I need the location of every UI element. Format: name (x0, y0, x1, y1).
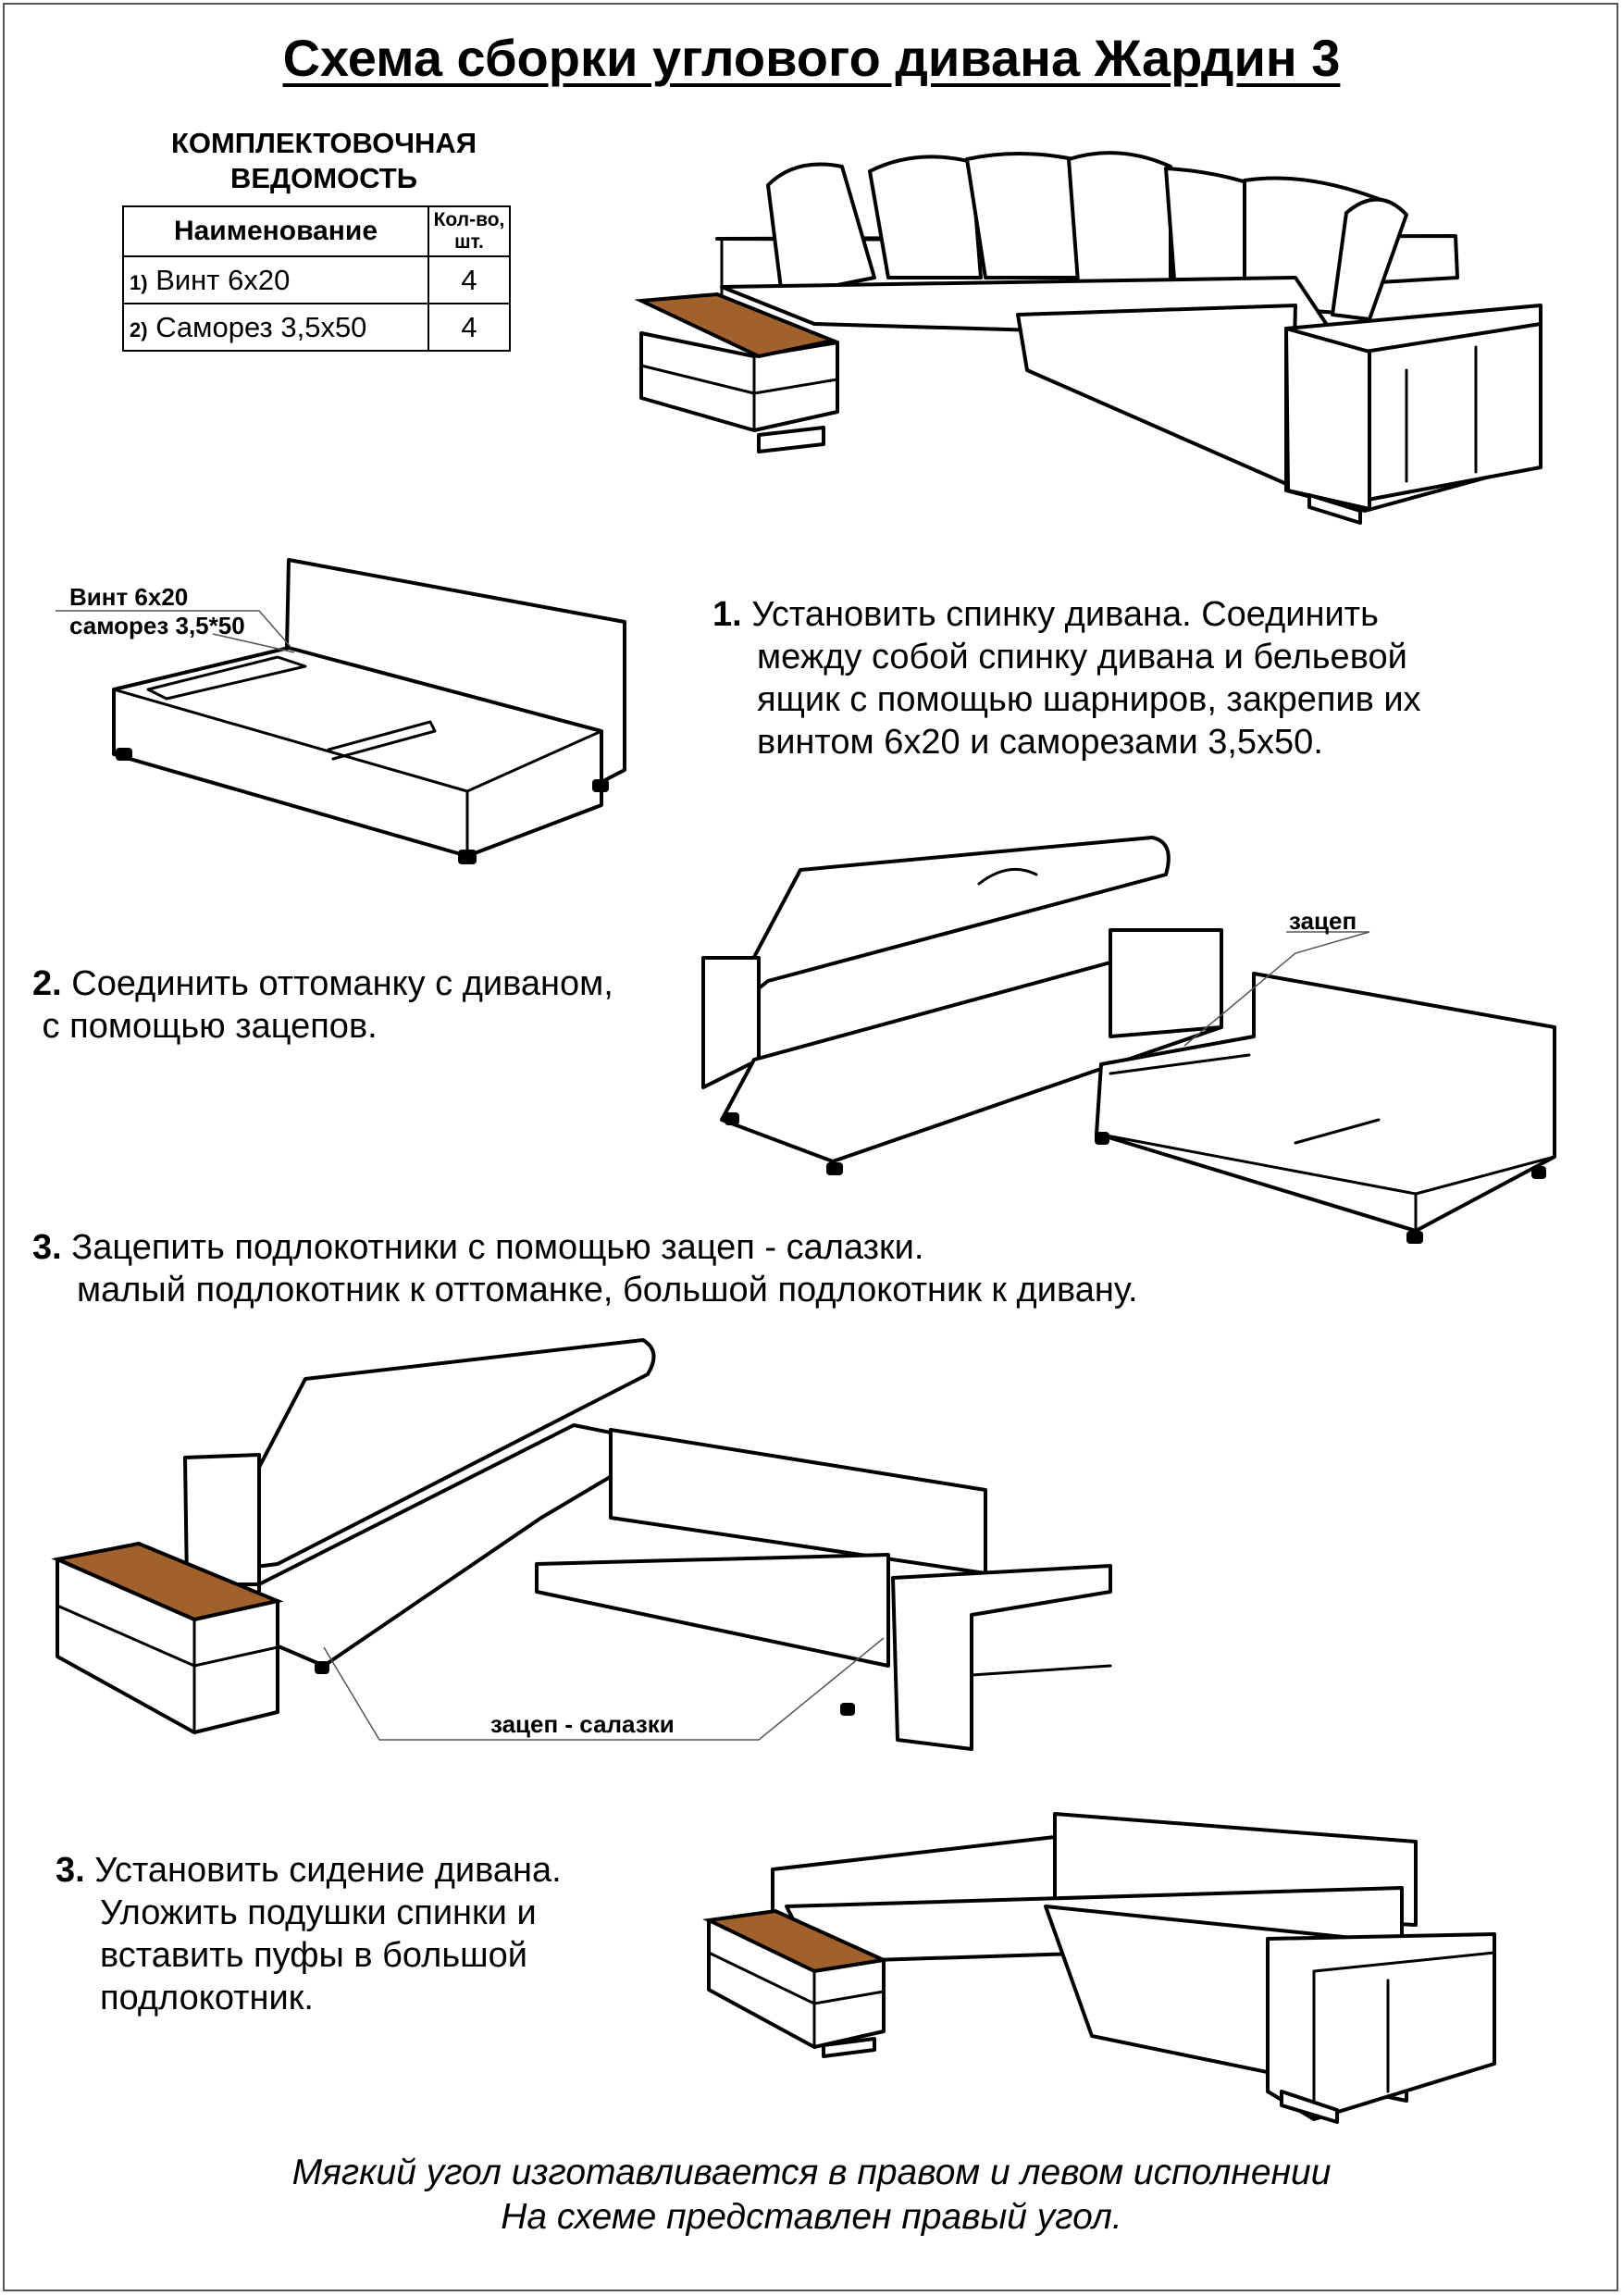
callout-hook: зацеп (1289, 907, 1357, 935)
spec-row: 1) Винт 6х20 4 (122, 255, 511, 304)
step-line: между собой спинку дивана и бельевой (757, 638, 1407, 676)
step-line-text: Соединить оттоманку с диваном, (71, 964, 613, 1003)
sofa-final-illustration (702, 1812, 1496, 2124)
step-4-text: 3. Установить сидение дивана. Уложить по… (56, 1849, 562, 2019)
spec-heading: КОМПЛЕКТОВОЧНАЯ ВЕДОМОСТЬ (120, 126, 527, 196)
step-line: Уложить подушки спинки и (100, 1893, 537, 1932)
step-number: 1. (712, 595, 742, 634)
spec-heading-line2: ВЕДОМОСТЬ (229, 162, 418, 194)
page-frame (3, 3, 1618, 2291)
step-3-text: 3. Зацепить подлокотники с помощью зацеп… (32, 1226, 1138, 1311)
step3-frame-illustration (51, 1338, 1112, 1751)
step-line: ящик с помощью шарниров, закрепив их (757, 680, 1421, 719)
step-line: винтом 6х20 и саморезами 3,5х50. (757, 723, 1323, 762)
spec-col-name: Наименование (122, 205, 429, 257)
spec-col-qty: Кол-во, шт. (427, 205, 511, 257)
spec-row-qty: 4 (427, 255, 511, 304)
step-line-text: Установить сидение дивана. (94, 1851, 562, 1890)
footer-line2: На схеме представлен правый угол. (501, 2197, 1122, 2237)
step-number: 3. (56, 1851, 85, 1890)
spec-row-index: 1) (130, 270, 148, 294)
spec-row-qty: 4 (427, 303, 511, 352)
footer-note: Мягкий угол изготавливается в правом и л… (0, 2151, 1623, 2240)
step-line: 2. Соединить оттоманку с диваном, (32, 962, 613, 1005)
spec-col-qty-line1: Кол-во, (433, 209, 505, 230)
step-line: 3. Установить сидение дивана. (56, 1849, 562, 1892)
sofa-assembled-illustration (634, 151, 1542, 525)
step-1-text: 1. Установить спинку дивана. Соединить м… (712, 593, 1421, 763)
spec-row-label: Саморез 3,5х50 (155, 310, 367, 343)
spec-row-index: 2) (130, 317, 148, 341)
callout-screw: Винт 6х20 саморез 3,5*50 (69, 583, 245, 640)
footer-line1: Мягкий угол изготавливается в правом и л… (291, 2153, 1332, 2192)
page-title: Схема сборки углового дивана Жардин 3 (282, 29, 1341, 87)
spec-row-name: 2) Саморез 3,5х50 (122, 303, 429, 352)
spec-header-row: Наименование Кол-во, шт. (122, 205, 511, 257)
spec-row: 2) Саморез 3,5х50 4 (122, 303, 511, 352)
step-number: 3. (32, 1228, 62, 1267)
step-line-text: Установить спинку дивана. Соединить (751, 595, 1379, 634)
step-line: 1. Установить спинку дивана. Соединить (712, 593, 1421, 636)
spec-row-label: Винт 6х20 (155, 263, 291, 296)
step-line-text: Зацепить подлокотники с помощью зацеп - … (71, 1228, 924, 1267)
step2-frame-illustration (701, 836, 1556, 1244)
step-line: вставить пуфы в большой (100, 1936, 527, 1975)
step1-frame-illustration (56, 558, 626, 864)
spec-heading-line1: КОМПЛЕКТОВОЧНАЯ (170, 127, 477, 159)
step-line: с помощью зацепов. (32, 1007, 378, 1046)
step-number: 2. (32, 964, 62, 1003)
step-line: 3. Зацепить подлокотники с помощью зацеп… (32, 1226, 1138, 1269)
callout-hook-slide: зацеп - салазки (490, 1710, 675, 1738)
step-line: малый подлокотник к оттоманке, большой п… (77, 1271, 1138, 1309)
callout-screw-line2: саморез 3,5*50 (69, 612, 245, 639)
step-2-text: 2. Соединить оттоманку с диваном, с помо… (32, 962, 613, 1048)
spec-table: Наименование Кол-во, шт. 1) Винт 6х20 4 … (122, 205, 511, 352)
spec-col-qty-line2: шт. (454, 231, 484, 253)
callout-screw-line1: Винт 6х20 (69, 583, 189, 611)
spec-row-name: 1) Винт 6х20 (122, 255, 429, 304)
step-line: подлокотник. (100, 1979, 314, 2017)
